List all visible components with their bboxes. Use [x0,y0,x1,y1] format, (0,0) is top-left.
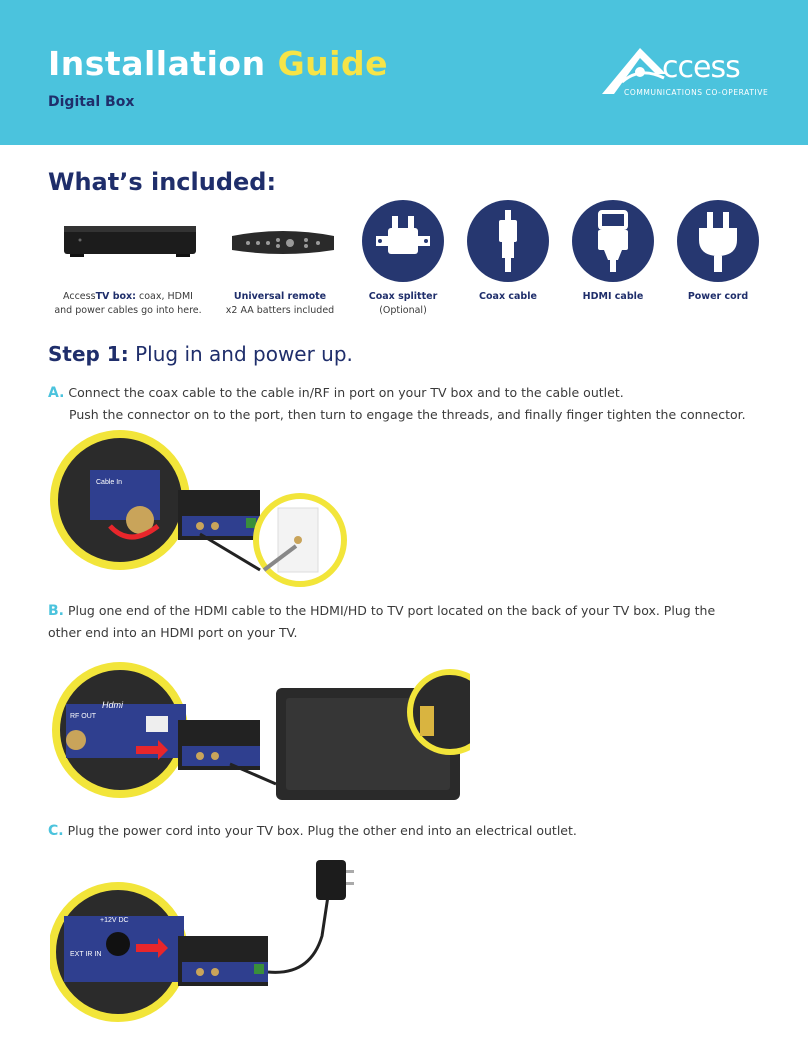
page-title: Installation Guide [48,44,388,83]
logo-swoosh-icon [602,48,666,94]
coax-splitter-badge [362,200,444,282]
svg-text:EXT IR IN: EXT IR IN [70,951,101,958]
remote-image [232,231,334,254]
svg-text:Cable In: Cable In [96,479,122,486]
coax-splitter-caption: Coax splitter(Optional) [368,291,438,316]
hdmi-connection-illustration: RF OUT Hdmi [52,662,470,800]
hdmi-cable-caption: HDMI cable [582,291,644,302]
access-logo: ccess COMMUNICATIONS CO-OPERATIVE [600,44,770,104]
power-cord-badge [677,200,759,282]
coax-cable-caption: Coax cable [479,291,537,302]
coax-cable-icon [499,210,517,272]
step1a-text: A. Connect the coax cable to the cable i… [48,385,746,422]
hdmi-cable-badge [572,200,654,282]
hdmi-cable-icon [598,210,628,272]
tv-box-caption: AccessTV box: coax, HDMI and power cable… [54,291,202,316]
coax-cable-badge [467,200,549,282]
whats-included-heading: What’s included: [48,168,277,196]
svg-text:RF OUT: RF OUT [70,713,97,720]
tv-box-image [64,226,196,257]
coax-connection-illustration: Cable In [50,430,347,587]
power-cord-icon [699,212,737,272]
step1-heading: Step 1: Plug in and power up. [48,342,353,366]
power-cord-caption: Power cord [687,291,749,302]
page-subtitle: Digital Box [48,94,135,110]
coax-splitter-icon [376,216,430,254]
svg-text:+12V DC: +12V DC [100,917,129,924]
svg-text:Hdmi: Hdmi [102,700,124,710]
power-connection-illustration: +12V DC EXT IR IN [50,860,354,1022]
step1b-text: B. Plug one end of the HDMI cable to the… [48,603,716,640]
header-banner: Installation Guide Digital Box ccess COM… [0,0,808,145]
step1c-text: C. Plug the power cord into your TV box.… [48,823,577,839]
